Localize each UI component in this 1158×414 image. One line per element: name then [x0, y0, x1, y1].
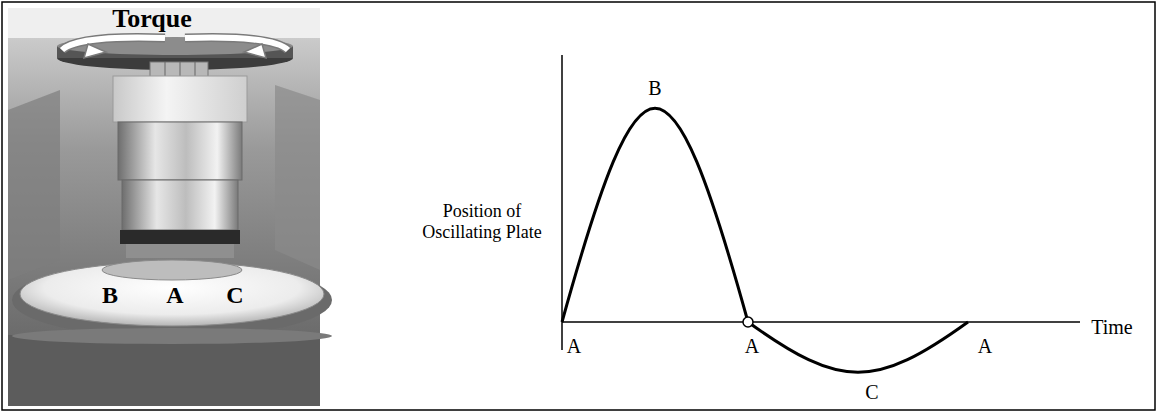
- label-text: Torque: [112, 4, 192, 34]
- lower-plate: [102, 260, 242, 280]
- spindle-cylinder: [122, 180, 238, 230]
- label-text: A: [978, 335, 992, 358]
- lower-spindle: [126, 244, 234, 258]
- side-panel: [8, 90, 60, 280]
- zero-marker: [743, 317, 753, 327]
- label-text: A: [166, 282, 183, 310]
- torque-arrow: [185, 38, 288, 51]
- torque-arrow: [62, 38, 165, 51]
- base-ring: [12, 328, 332, 344]
- label-text: C: [226, 282, 243, 310]
- label-text: A: [745, 335, 759, 358]
- rheometer-photo: [8, 8, 332, 406]
- arrow-head: [244, 44, 266, 58]
- torque-arrow: [62, 38, 165, 51]
- sample-band: [120, 230, 240, 244]
- spindle-cylinder: [118, 122, 242, 180]
- spindle-block: [113, 76, 247, 122]
- sine-curve: [562, 108, 968, 372]
- label-text: Time: [1091, 316, 1133, 339]
- photo-bottom: [8, 335, 320, 406]
- label-text: B: [648, 77, 661, 100]
- x-axis: [562, 321, 1080, 323]
- label-text: A: [567, 335, 581, 358]
- side-panel: [275, 85, 320, 270]
- arrow-head: [84, 44, 106, 58]
- label-text: Position of Oscillating Plate: [412, 201, 552, 242]
- label-text: B: [102, 282, 118, 310]
- photo-background: [8, 8, 320, 406]
- y-axis: [561, 55, 563, 350]
- label-text: C: [865, 381, 878, 404]
- sine-graph: [562, 55, 1080, 372]
- torque-arrow: [185, 38, 288, 51]
